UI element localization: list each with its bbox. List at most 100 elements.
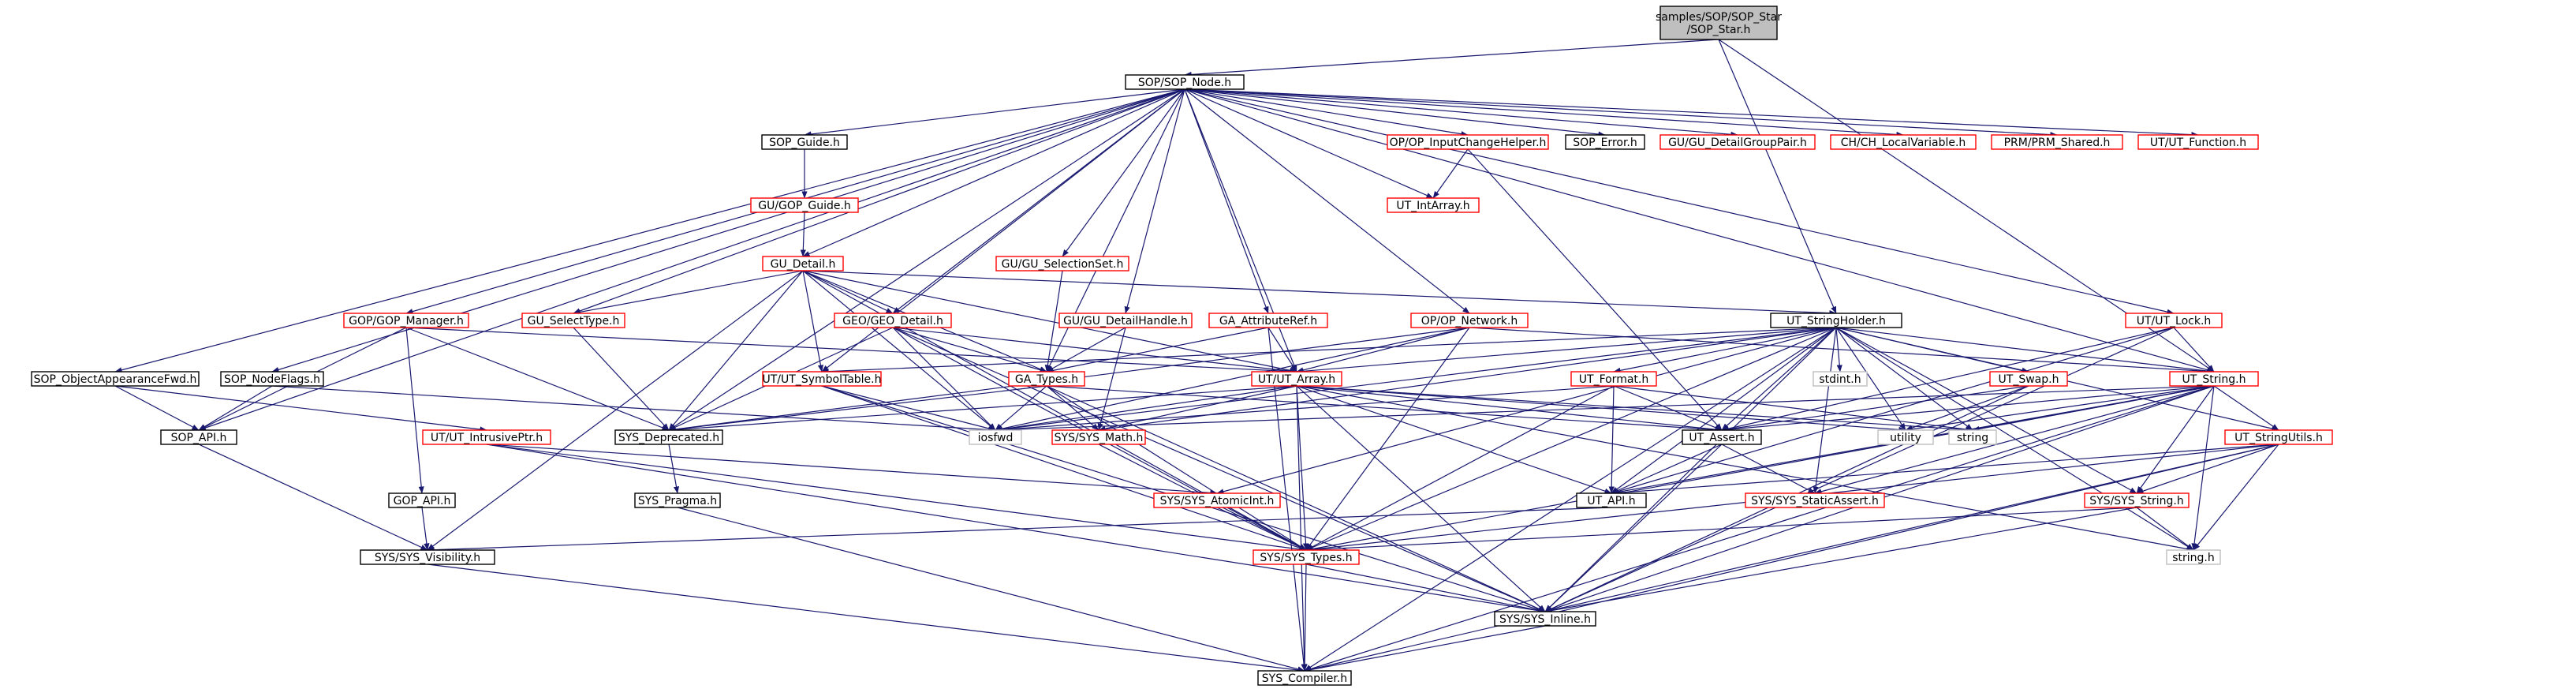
edge-gatypes-to-sysmath [1046, 385, 1099, 431]
edge-gatypes-to-iosfwd [995, 385, 1047, 431]
edge-sopnode-to-inputchg [1184, 88, 1469, 137]
node-utassert[interactable]: UT_Assert.h [1682, 429, 1762, 445]
node-label: GA_AttributeRef.h [1219, 315, 1317, 328]
edge-gudetail-to-deprecated [668, 270, 804, 431]
node-box [1813, 371, 1868, 387]
node-sysstring[interactable]: SYS/SYS_String.h [2084, 492, 2190, 508]
node-utintarray[interactable]: UT_IntArray.h [1387, 197, 1480, 213]
node-sopapfwd[interactable]: SOP_ObjectAppearanceFwd.h [31, 371, 200, 387]
node-sysmath[interactable]: SYS/SYS_Math.h [1051, 429, 1146, 445]
node-symtable[interactable]: UT/UT_SymbolTable.h [762, 371, 882, 387]
edge-utarray-to-sysinline [1296, 385, 1546, 612]
edge-utassert-to-sysinline [1544, 444, 1723, 612]
edge-strutils-to-sysstring [2136, 444, 2279, 494]
node-staticassert[interactable]: SYS/SYS_StaticAssert.h [1745, 492, 1885, 508]
node-box [1877, 429, 1934, 445]
edge-gudetail-to-visibility [427, 270, 804, 551]
node-box [1989, 371, 2068, 387]
edge-sopnode-to-detailhandle [1124, 88, 1185, 314]
node-strholder[interactable]: UT_StringHolder.h [1770, 313, 1902, 328]
edge-utapi-to-visibility [427, 507, 1612, 553]
node-inputchg[interactable]: OP/OP_InputChangeHelper.h [1387, 134, 1549, 150]
edge-sopnode-to-utarray [1184, 88, 1297, 373]
node-compiler[interactable]: SYS_Compiler.h [1257, 670, 1352, 686]
edge-gudetail-to-symtable [802, 270, 823, 373]
node-root[interactable]: samples/SOP/SOP_Star/SOP_Star.h [1656, 6, 1782, 40]
edge-attribref-to-utarray [1267, 327, 1297, 373]
edge-utarray-to-utapi [1296, 385, 1612, 494]
node-opnetwork[interactable]: OP/OP_Network.h [1410, 313, 1529, 328]
node-box [750, 197, 859, 213]
edge-sopnode-to-opnetwork [1184, 88, 1470, 314]
node-gopmgr[interactable]: GOP/GOP_Manager.h [343, 313, 469, 328]
node-sopguide[interactable]: SOP_Guide.h [761, 134, 848, 150]
node-utfunction[interactable]: UT/UT_Function.h [2137, 134, 2259, 150]
node-gatypes[interactable]: GA_Types.h [1008, 371, 1085, 387]
edge-gatypes-to-systypes [1046, 385, 1307, 551]
node-label: UT_API.h [1587, 495, 1635, 507]
edge-utarray-to-deprecated [668, 385, 1297, 432]
node-prmshared[interactable]: PRM/PRM_Shared.h [1991, 134, 2123, 150]
node-label: string.h [2172, 552, 2215, 564]
node-strutils[interactable]: UT_StringUtils.h [2224, 429, 2333, 445]
node-label: CH/CH_LocalVariable.h [1841, 137, 1966, 149]
node-label: SOP/SOP_Node.h [1138, 77, 1231, 89]
edge-utstring-to-iosfwd [995, 385, 2215, 433]
edge-sysinline-to-compiler [1304, 625, 1546, 672]
node-string[interactable]: string [1948, 429, 1997, 445]
node-localvar[interactable]: CH/CH_LocalVariable.h [1830, 134, 1977, 150]
node-label: GEO/GEO_Detail.h [842, 315, 943, 328]
node-label: /SOP_Star.h [1687, 24, 1751, 36]
edge-utstring-to-strutils [2213, 385, 2279, 431]
node-detgrppair[interactable]: GU/GU_DetailGroupPair.h [1659, 134, 1816, 150]
node-visibility[interactable]: SYS/SYS_Visibility.h [360, 549, 495, 565]
node-geodetail[interactable]: GEO/GEO_Detail.h [834, 313, 952, 328]
node-sopflags[interactable]: SOP_NodeFlags.h [220, 371, 324, 387]
edge-strutils-to-utapi [1611, 444, 2279, 496]
node-intrusive[interactable]: UT/UT_IntrusivePtr.h [422, 429, 551, 445]
edge-sopapfwd-to-sopapi [114, 385, 200, 431]
node-stringh[interactable]: string.h [2166, 549, 2221, 565]
node-sopapi[interactable]: SOP_API.h [160, 429, 237, 445]
node-attribref[interactable]: GA_AttributeRef.h [1208, 313, 1328, 328]
node-utstring[interactable]: UT_String.h [2169, 371, 2259, 387]
node-deprecated[interactable]: SYS_Deprecated.h [614, 429, 723, 445]
edge-gudetail-to-systypes [802, 270, 1307, 551]
edge-visibility-to-compiler [427, 564, 1305, 673]
node-utarray[interactable]: UT/UT_Array.h [1251, 371, 1342, 387]
node-label: GOP_API.h [394, 495, 451, 507]
node-detailhandle[interactable]: GU/GU_DetailHandle.h [1058, 313, 1193, 328]
node-soperror[interactable]: SOP_Error.h [1565, 134, 1645, 150]
edge-intrusive-to-systypes [486, 444, 1307, 552]
node-utformat[interactable]: UT_Format.h [1570, 371, 1657, 387]
node-utlock[interactable]: UT/UT_Lock.h [2125, 313, 2223, 328]
node-atomicint[interactable]: SYS/SYS_AtomicInt.h [1153, 492, 1281, 508]
node-gudetail[interactable]: GU_Detail.h [762, 256, 844, 271]
node-sysinline[interactable]: SYS/SYS_Inline.h [1494, 611, 1596, 627]
node-guselset[interactable]: GU/GU_SelectionSet.h [995, 256, 1129, 271]
node-iosfwd[interactable]: iosfwd [969, 429, 1022, 445]
node-utility[interactable]: utility [1877, 429, 1934, 445]
node-gopguide[interactable]: GU/GOP_Guide.h [750, 197, 859, 213]
node-label: SYS/SYS_Visibility.h [375, 552, 480, 564]
edge-geodetail-to-sysinline [892, 327, 1546, 612]
node-guseltype[interactable]: GU_SelectType.h [521, 313, 625, 328]
node-utswap[interactable]: UT_Swap.h [1989, 371, 2068, 387]
edge-sopapi-to-visibility [198, 444, 428, 551]
edge-utstring-to-utassert [1721, 385, 2215, 432]
node-systypes[interactable]: SYS/SYS_Types.h [1253, 549, 1360, 565]
node-box [1948, 429, 1997, 445]
node-syspragma[interactable]: SYS_Pragma.h [634, 492, 721, 508]
node-box [160, 429, 237, 445]
node-sopnode[interactable]: SOP/SOP_Node.h [1125, 74, 1245, 90]
edge-opnetwork-to-utstring [1469, 327, 2215, 375]
edge-gudetail-to-strholder [802, 270, 1837, 316]
node-stdint[interactable]: stdint.h [1813, 371, 1868, 387]
node-utapi[interactable]: UT_API.h [1576, 492, 1647, 508]
node-label: samples/SOP/SOP_Star [1656, 11, 1782, 24]
edge-utstring-to-string [1972, 385, 2215, 432]
edge-atomicint-to-systypes [1216, 507, 1307, 551]
node-label: UT/UT_IntrusivePtr.h [431, 432, 543, 444]
node-gopapi[interactable]: GOP_API.h [388, 492, 456, 508]
